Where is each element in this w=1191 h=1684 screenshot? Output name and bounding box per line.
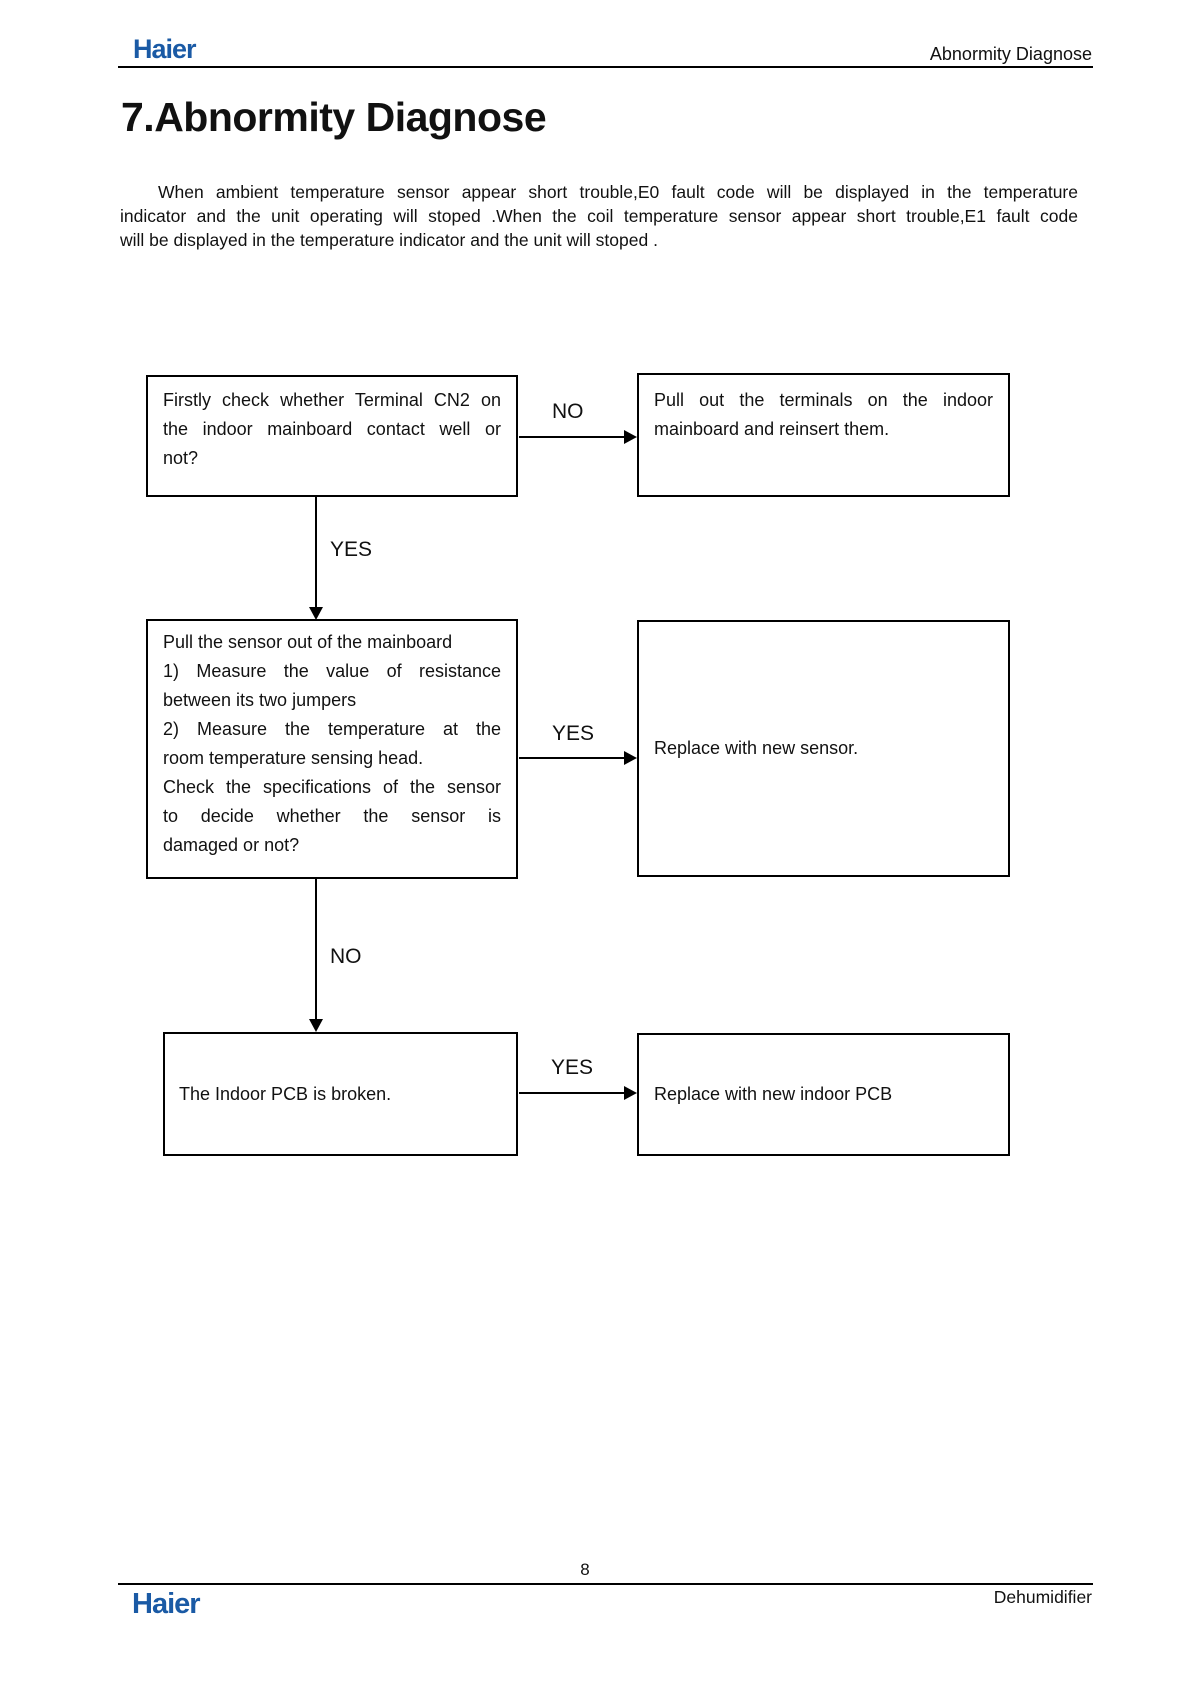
text-line: 1) Measure the value of resistance [163,661,501,681]
flow-box-replace-sensor-text: Replace with new sensor. [654,738,859,758]
text-line: to decide whether the sensor is [163,806,501,826]
text-line: 2) Measure the temperature at the [163,719,501,739]
text-line: between its two jumpers [163,690,357,710]
flow-connector-no-1-arrowhead-icon [624,430,637,444]
flow-connector-no-2-line [315,879,317,1020]
text-line: Check the specifications of the sensor [163,777,501,797]
intro-paragraph: When ambient temperature sensor appear s… [120,180,1078,252]
text-line: indicator and the unit operating will st… [120,206,1078,226]
flow-box-reinsert-terminals: Pull out the terminals on the indoor main… [637,373,1010,497]
header-divider [118,66,1093,68]
haier-logo-header: Haier [133,34,197,64]
haier-logo-footer: Haier [132,1588,201,1620]
text-line: Pull out the terminals on the indoor [654,390,993,410]
flow-connector-yes-1-line [315,497,317,608]
flow-box-pcb-broken-text: The Indoor PCB is broken. [179,1083,392,1104]
text-line: not? [163,448,199,468]
flow-connector-no-2-arrowhead-icon [309,1019,323,1032]
flow-label-no-2: NO [330,945,362,968]
text-line: the indoor mainboard contact well or [163,419,501,439]
text-line: damaged or not? [163,835,300,855]
text-line: Firstly check whether Terminal CN2 on [163,390,501,410]
text-line: Pull the sensor out of the mainboard [163,632,453,652]
flow-label-yes-3: YES [551,1056,594,1079]
text-line: When ambient temperature sensor appear s… [158,182,1078,202]
flow-box-measure-sensor: Pull the sensor out of the mainboard 1) M… [146,619,518,879]
footer-product-name: Dehumidifier [993,1587,1092,1607]
flow-connector-yes-2-arrowhead-icon [624,751,637,765]
flow-connector-yes-3-line [519,1092,625,1094]
flow-label-no-1: NO [552,400,584,423]
flow-box-replace-sensor: Replace with new sensor. [637,620,1010,877]
text-line: mainboard and reinsert them. [654,419,890,439]
flow-connector-yes-2-line [519,757,625,759]
flow-box-replace-pcb-text: Replace with new indoor PCB [654,1084,893,1104]
flow-connector-no-1-line [519,436,625,438]
page-title: 7.Abnormity Diagnose [121,94,547,140]
footer-divider [118,1583,1093,1585]
page-number: 8 [580,1560,590,1579]
flow-label-yes-1: YES [330,538,373,561]
flow-box-replace-pcb: Replace with new indoor PCB [637,1033,1010,1156]
flow-box-check-terminal-cn2: Firstly check whether Terminal CN2 on the… [146,375,518,497]
flow-label-yes-2: YES [552,722,595,745]
flow-connector-yes-1-arrowhead-icon [309,607,323,620]
text-line: will be displayed in the temperature ind… [120,230,658,250]
flow-connector-yes-3-arrowhead-icon [624,1086,637,1100]
flow-box-pcb-broken: The Indoor PCB is broken. [163,1032,518,1156]
text-line: room temperature sensing head. [163,748,424,768]
header-section-name: Abnormity Diagnose [929,44,1092,64]
